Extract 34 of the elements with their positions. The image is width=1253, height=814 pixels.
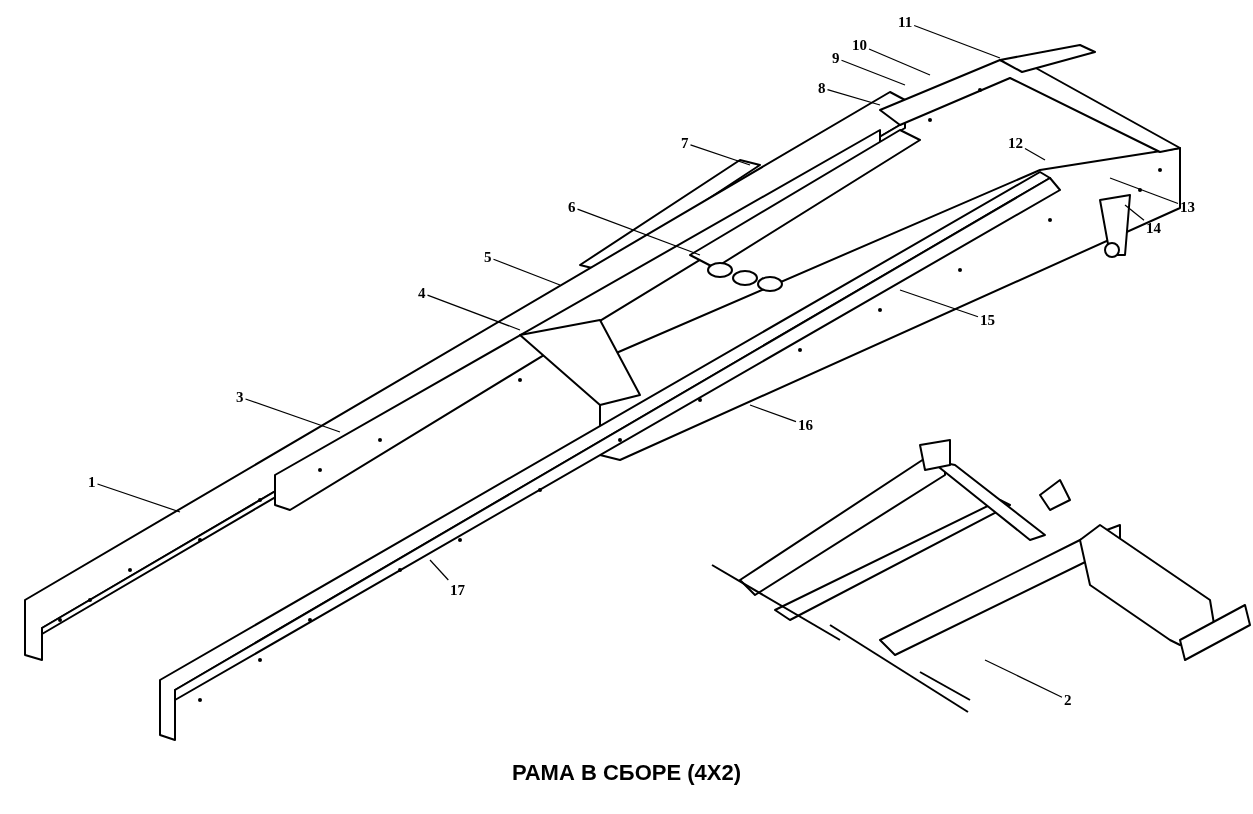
callout-number: 16: [798, 417, 813, 433]
callout-number: 7: [681, 135, 689, 151]
leader-line: [749, 404, 797, 423]
leader-line: [576, 208, 701, 256]
callout-number: 8: [818, 80, 826, 96]
callout-number: 4: [418, 285, 426, 301]
leader-line: [1024, 147, 1046, 161]
leader-line: [689, 144, 751, 166]
callout-number: 13: [1180, 199, 1195, 215]
diagram-title: РАМА В СБОРЕ (4X2): [511, 760, 742, 786]
leader-line: [899, 289, 979, 318]
callout-number: 14: [1146, 220, 1161, 236]
leader-line: [244, 398, 341, 433]
callout-number: 10: [852, 37, 867, 53]
callout-number: 11: [898, 14, 913, 30]
callout-number: 5: [484, 249, 492, 265]
leader-line: [840, 59, 906, 86]
leader-line: [984, 659, 1063, 698]
leader-line: [913, 24, 1001, 59]
leader-line: [96, 483, 181, 513]
leader-line: [868, 48, 931, 76]
leader-line: [492, 258, 561, 286]
callout-number: 1: [88, 474, 96, 490]
callout-number: 2: [1064, 692, 1072, 708]
leader-line: [826, 89, 881, 106]
callout-number: 12: [1008, 135, 1023, 151]
leader-line: [1124, 204, 1145, 221]
callout-number: 17: [450, 582, 465, 598]
leader-line: [426, 294, 521, 331]
leader-line: [429, 559, 449, 581]
callout-number: 15: [980, 312, 995, 328]
callout-number: 6: [568, 199, 576, 215]
callout-number: 3: [236, 389, 244, 405]
callout-number: 9: [832, 50, 840, 66]
